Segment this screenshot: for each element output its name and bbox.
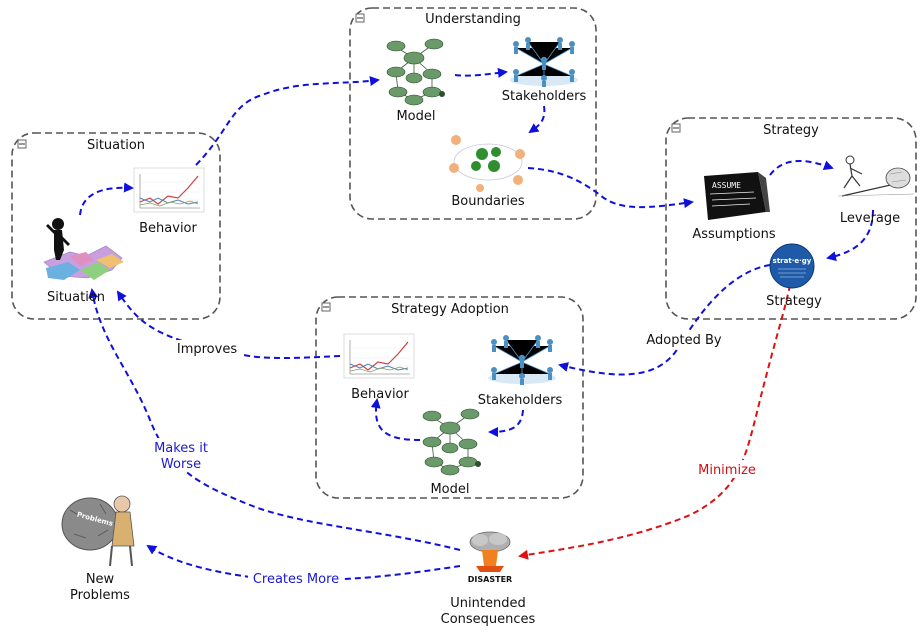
- node-label-behavior-2: Behavior: [351, 387, 409, 402]
- node-label-consequences: Consequences: [441, 612, 536, 627]
- edge-stakeholders-boundaries[interactable]: [528, 105, 546, 134]
- assume-text: ASSUME: [712, 181, 741, 190]
- model-network-icon[interactable]: [422, 408, 481, 476]
- node-label-model-2: Model: [430, 482, 469, 497]
- new-problems-icon[interactable]: Problems: [61, 495, 135, 567]
- edge-leverage-strategy[interactable]: [826, 209, 874, 262]
- node-label-problems: Problems: [70, 588, 130, 603]
- stakeholders-network-icon[interactable]: [488, 335, 556, 385]
- leverage-icon[interactable]: [837, 155, 915, 197]
- node-label-boundaries: Boundaries: [451, 194, 525, 209]
- edge-label-creates-more: Creates More: [253, 572, 339, 587]
- edge-label-makes-it: Makes it: [154, 441, 208, 456]
- node-label-leverage: Leverage: [840, 211, 900, 226]
- edge-behavior-model[interactable]: [195, 76, 380, 166]
- node-label-model: Model: [396, 109, 435, 124]
- disaster-explosion-icon[interactable]: DISASTER: [468, 531, 512, 584]
- group-title-strategy-adoption: Strategy Adoption: [391, 302, 509, 317]
- node-label-behavior: Behavior: [139, 221, 197, 236]
- node-label-situation: Situation: [47, 290, 105, 305]
- group-title-situation: Situation: [87, 138, 145, 153]
- edge-improves[interactable]: [116, 290, 341, 359]
- group-title-understanding: Understanding: [425, 12, 521, 27]
- situation-puzzle-icon[interactable]: [43, 218, 124, 280]
- edge-stakeholders-model[interactable]: [488, 409, 524, 437]
- edges: [79, 67, 874, 581]
- edge-model-behavior[interactable]: [370, 398, 421, 441]
- edge-labels: Improves Adopted By Makes it Worse Minim…: [150, 330, 759, 588]
- node-label-stakeholders-2: Stakeholders: [478, 393, 563, 408]
- group-strategy[interactable]: Strategy: [665, 117, 917, 320]
- model-network-icon[interactable]: [386, 38, 445, 106]
- group-title-strategy: Strategy: [763, 123, 819, 138]
- stakeholders-network-icon[interactable]: [510, 37, 578, 87]
- strategy-badge-icon[interactable]: strat·e·gy: [769, 243, 815, 289]
- behavior-chart-icon[interactable]: [343, 333, 415, 379]
- edge-label-minimize: Minimize: [698, 463, 756, 478]
- node-label-unintended: Unintended: [450, 596, 525, 611]
- edge-minimize[interactable]: [518, 284, 791, 560]
- node-label-assumptions: Assumptions: [692, 227, 775, 242]
- assumptions-blackboard-icon[interactable]: ASSUME: [704, 172, 770, 220]
- behavior-chart-icon[interactable]: [133, 167, 205, 213]
- edge-assumptions-leverage[interactable]: [769, 160, 834, 176]
- edge-makes-it-worse[interactable]: [88, 288, 461, 551]
- disaster-text: DISASTER: [468, 575, 512, 584]
- boundaries-icon[interactable]: [449, 135, 525, 192]
- node-label-strategy: Strategy: [766, 294, 822, 309]
- node-label-new: New: [86, 572, 115, 587]
- node-label-stakeholders: Stakeholders: [502, 89, 587, 104]
- strategy-badge-text: strat·e·gy: [773, 257, 812, 265]
- edge-label-worse: Worse: [161, 457, 201, 472]
- edge-situation-behavior[interactable]: [79, 182, 134, 216]
- edge-label-adopted-by: Adopted By: [646, 333, 722, 348]
- edge-label-improves: Improves: [177, 342, 237, 357]
- edge-boundaries-assumptions[interactable]: [527, 167, 694, 209]
- edge-model-stakeholders[interactable]: [454, 67, 508, 78]
